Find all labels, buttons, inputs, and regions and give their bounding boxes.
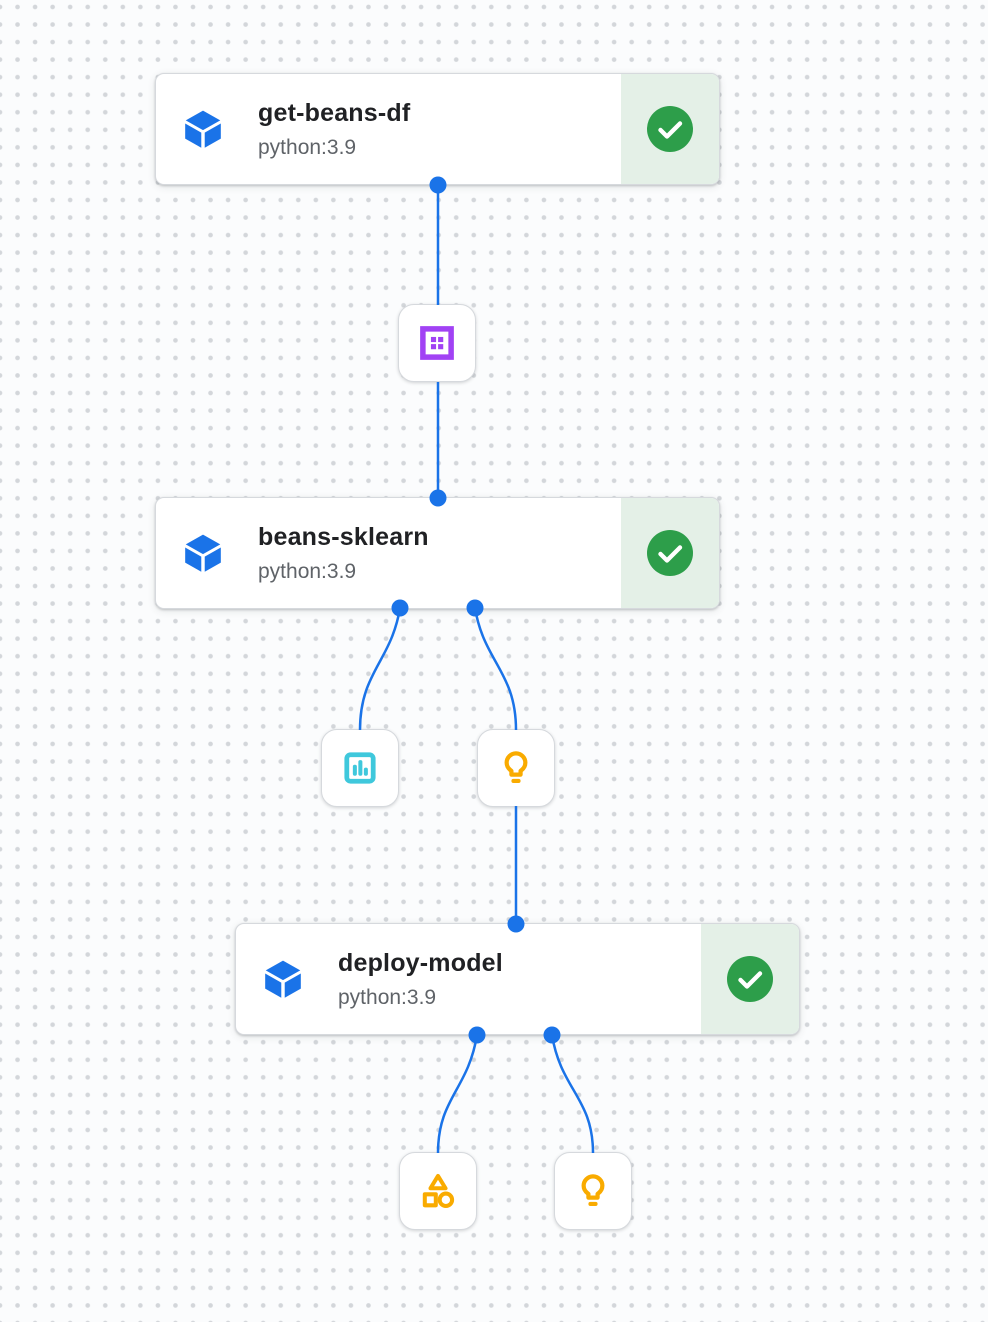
cube-icon [185, 110, 221, 148]
artifact-node-dataset[interactable] [398, 304, 476, 382]
cube-icon [265, 960, 301, 998]
success-check-icon [727, 956, 773, 1002]
artifact-icon [422, 1173, 455, 1209]
cube-icon [185, 534, 221, 572]
task-title: deploy-model [338, 949, 503, 978]
status-panel [621, 498, 719, 608]
task-node-get-beans-df[interactable]: get-beans-df python:3.9 [155, 73, 720, 185]
task-node-beans-sklearn[interactable]: beans-sklearn python:3.9 [155, 497, 720, 609]
dataset-icon [420, 326, 454, 360]
artifact-node-artifact[interactable] [399, 1152, 477, 1230]
task-subtitle: python:3.9 [258, 135, 357, 159]
edge-beans-sklearn-to-model [473, 607, 518, 731]
success-check-icon [647, 106, 693, 152]
status-panel [621, 74, 719, 184]
edge-beans-sklearn-to-metrics [358, 607, 402, 731]
model-icon [581, 1174, 605, 1207]
status-panel [701, 924, 799, 1034]
success-check-icon [647, 530, 693, 576]
task-title: get-beans-df [258, 99, 411, 128]
task-title: beans-sklearn [258, 523, 429, 552]
edge-deploy-model-to-model-2 [550, 1034, 595, 1154]
task-subtitle: python:3.9 [338, 985, 437, 1009]
artifact-node-model-2[interactable] [554, 1152, 632, 1230]
metrics-icon [344, 752, 376, 784]
edge-deploy-model-to-artifact [436, 1034, 479, 1154]
task-node-deploy-model[interactable]: deploy-model python:3.9 [235, 923, 800, 1035]
task-subtitle: python:3.9 [258, 559, 357, 583]
artifact-node-metrics[interactable] [321, 729, 399, 807]
model-icon [504, 751, 528, 784]
artifact-node-model[interactable] [477, 729, 555, 807]
